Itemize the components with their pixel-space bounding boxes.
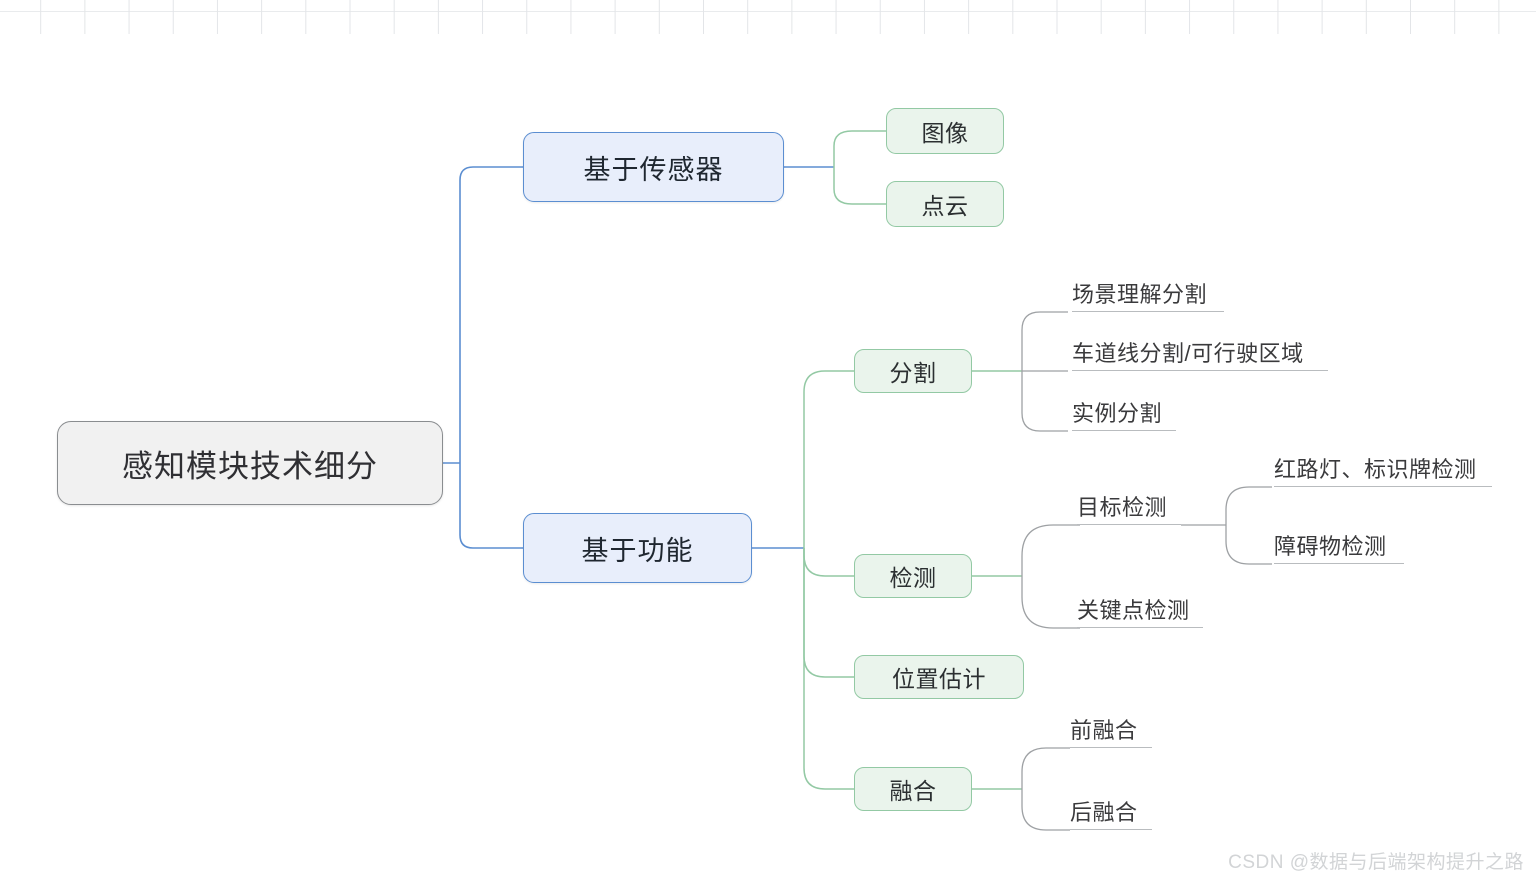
node-seg-scene[interactable]: 场景理解分割	[1072, 277, 1224, 312]
edge-segmentation-to-instance	[1021, 371, 1068, 432]
node-seg-scene-label: 场景理解分割	[1072, 282, 1208, 307]
edge-object-to-obstacle	[1225, 525, 1272, 565]
edge-group-function-children	[803, 370, 854, 790]
edge-function-to-pose	[803, 548, 854, 678]
node-root[interactable]: 感知模块技术细分	[57, 421, 443, 505]
node-root-label: 感知模块技术细分	[122, 448, 378, 484]
edge-group-detection-children	[1021, 524, 1080, 629]
node-image[interactable]: 图像	[886, 108, 1004, 154]
node-function-label: 基于功能	[581, 535, 694, 566]
edge-root-to-sensor	[459, 166, 523, 463]
node-det-object[interactable]: 目标检测	[1077, 490, 1181, 525]
edge-group-segmentation-children	[1021, 311, 1068, 432]
watermark: CSDN @数据与后端架构提升之路	[1228, 852, 1524, 873]
node-pointcloud[interactable]: 点云	[886, 181, 1004, 227]
node-segmentation-label: 分割	[889, 360, 937, 386]
edge-function-to-detection	[803, 548, 854, 577]
node-fusion-early-label: 前融合	[1070, 718, 1138, 743]
node-det-obstacle[interactable]: 障碍物检测	[1274, 529, 1404, 564]
edge-function-to-segmentation	[803, 370, 854, 548]
node-detection-label: 检测	[889, 565, 937, 591]
edge-fusion-to-late	[1021, 789, 1070, 831]
node-function[interactable]: 基于功能	[523, 513, 752, 583]
edge-sensor-to-image	[833, 130, 886, 167]
node-seg-lane[interactable]: 车道线分割/可行驶区域	[1072, 336, 1328, 371]
edge-segmentation-to-scene	[1021, 311, 1068, 371]
node-seg-instance-label: 实例分割	[1072, 401, 1163, 426]
node-pose[interactable]: 位置估计	[854, 655, 1024, 699]
node-sensor[interactable]: 基于传感器	[523, 132, 784, 202]
node-det-keypoint-label: 关键点检测	[1077, 598, 1190, 623]
node-det-obstacle-label: 障碍物检测	[1274, 534, 1387, 559]
node-det-traffic-label: 红路灯、标识牌检测	[1274, 457, 1477, 482]
node-fusion-early[interactable]: 前融合	[1070, 713, 1152, 748]
edge-group-fusion-children	[1021, 747, 1070, 831]
node-det-object-label: 目标检测	[1077, 495, 1168, 520]
edge-detection-to-object	[1021, 524, 1080, 576]
edge-object-to-traffic	[1225, 486, 1272, 525]
node-segmentation[interactable]: 分割	[854, 349, 972, 393]
edge-function-to-fusion	[803, 548, 854, 790]
edge-group-object-children	[1181, 486, 1272, 565]
edge-group-green-stubs	[972, 370, 1022, 790]
node-pose-label: 位置估计	[892, 666, 986, 692]
edge-sensor-to-pointcloud	[833, 167, 886, 205]
node-detection[interactable]: 检测	[854, 554, 972, 598]
node-fusion-late-label: 后融合	[1070, 800, 1138, 825]
edge-root-to-function	[459, 463, 523, 549]
edge-detection-to-keypoint	[1021, 576, 1080, 629]
node-fusion[interactable]: 融合	[854, 767, 972, 811]
edge-group-sensor-children	[833, 130, 886, 205]
node-fusion-label: 融合	[889, 778, 937, 804]
edge-fusion-to-early	[1021, 747, 1070, 789]
node-fusion-late[interactable]: 后融合	[1070, 795, 1152, 830]
node-seg-lane-label: 车道线分割/可行驶区域	[1072, 341, 1304, 366]
node-sensor-label: 基于传感器	[583, 154, 724, 185]
node-pointcloud-label: 点云	[921, 193, 969, 219]
node-seg-instance[interactable]: 实例分割	[1072, 396, 1176, 431]
node-det-traffic[interactable]: 红路灯、标识牌检测	[1274, 452, 1492, 487]
node-image-label: 图像	[921, 120, 969, 146]
node-det-keypoint[interactable]: 关键点检测	[1077, 593, 1203, 628]
edge-group-root	[443, 166, 523, 549]
